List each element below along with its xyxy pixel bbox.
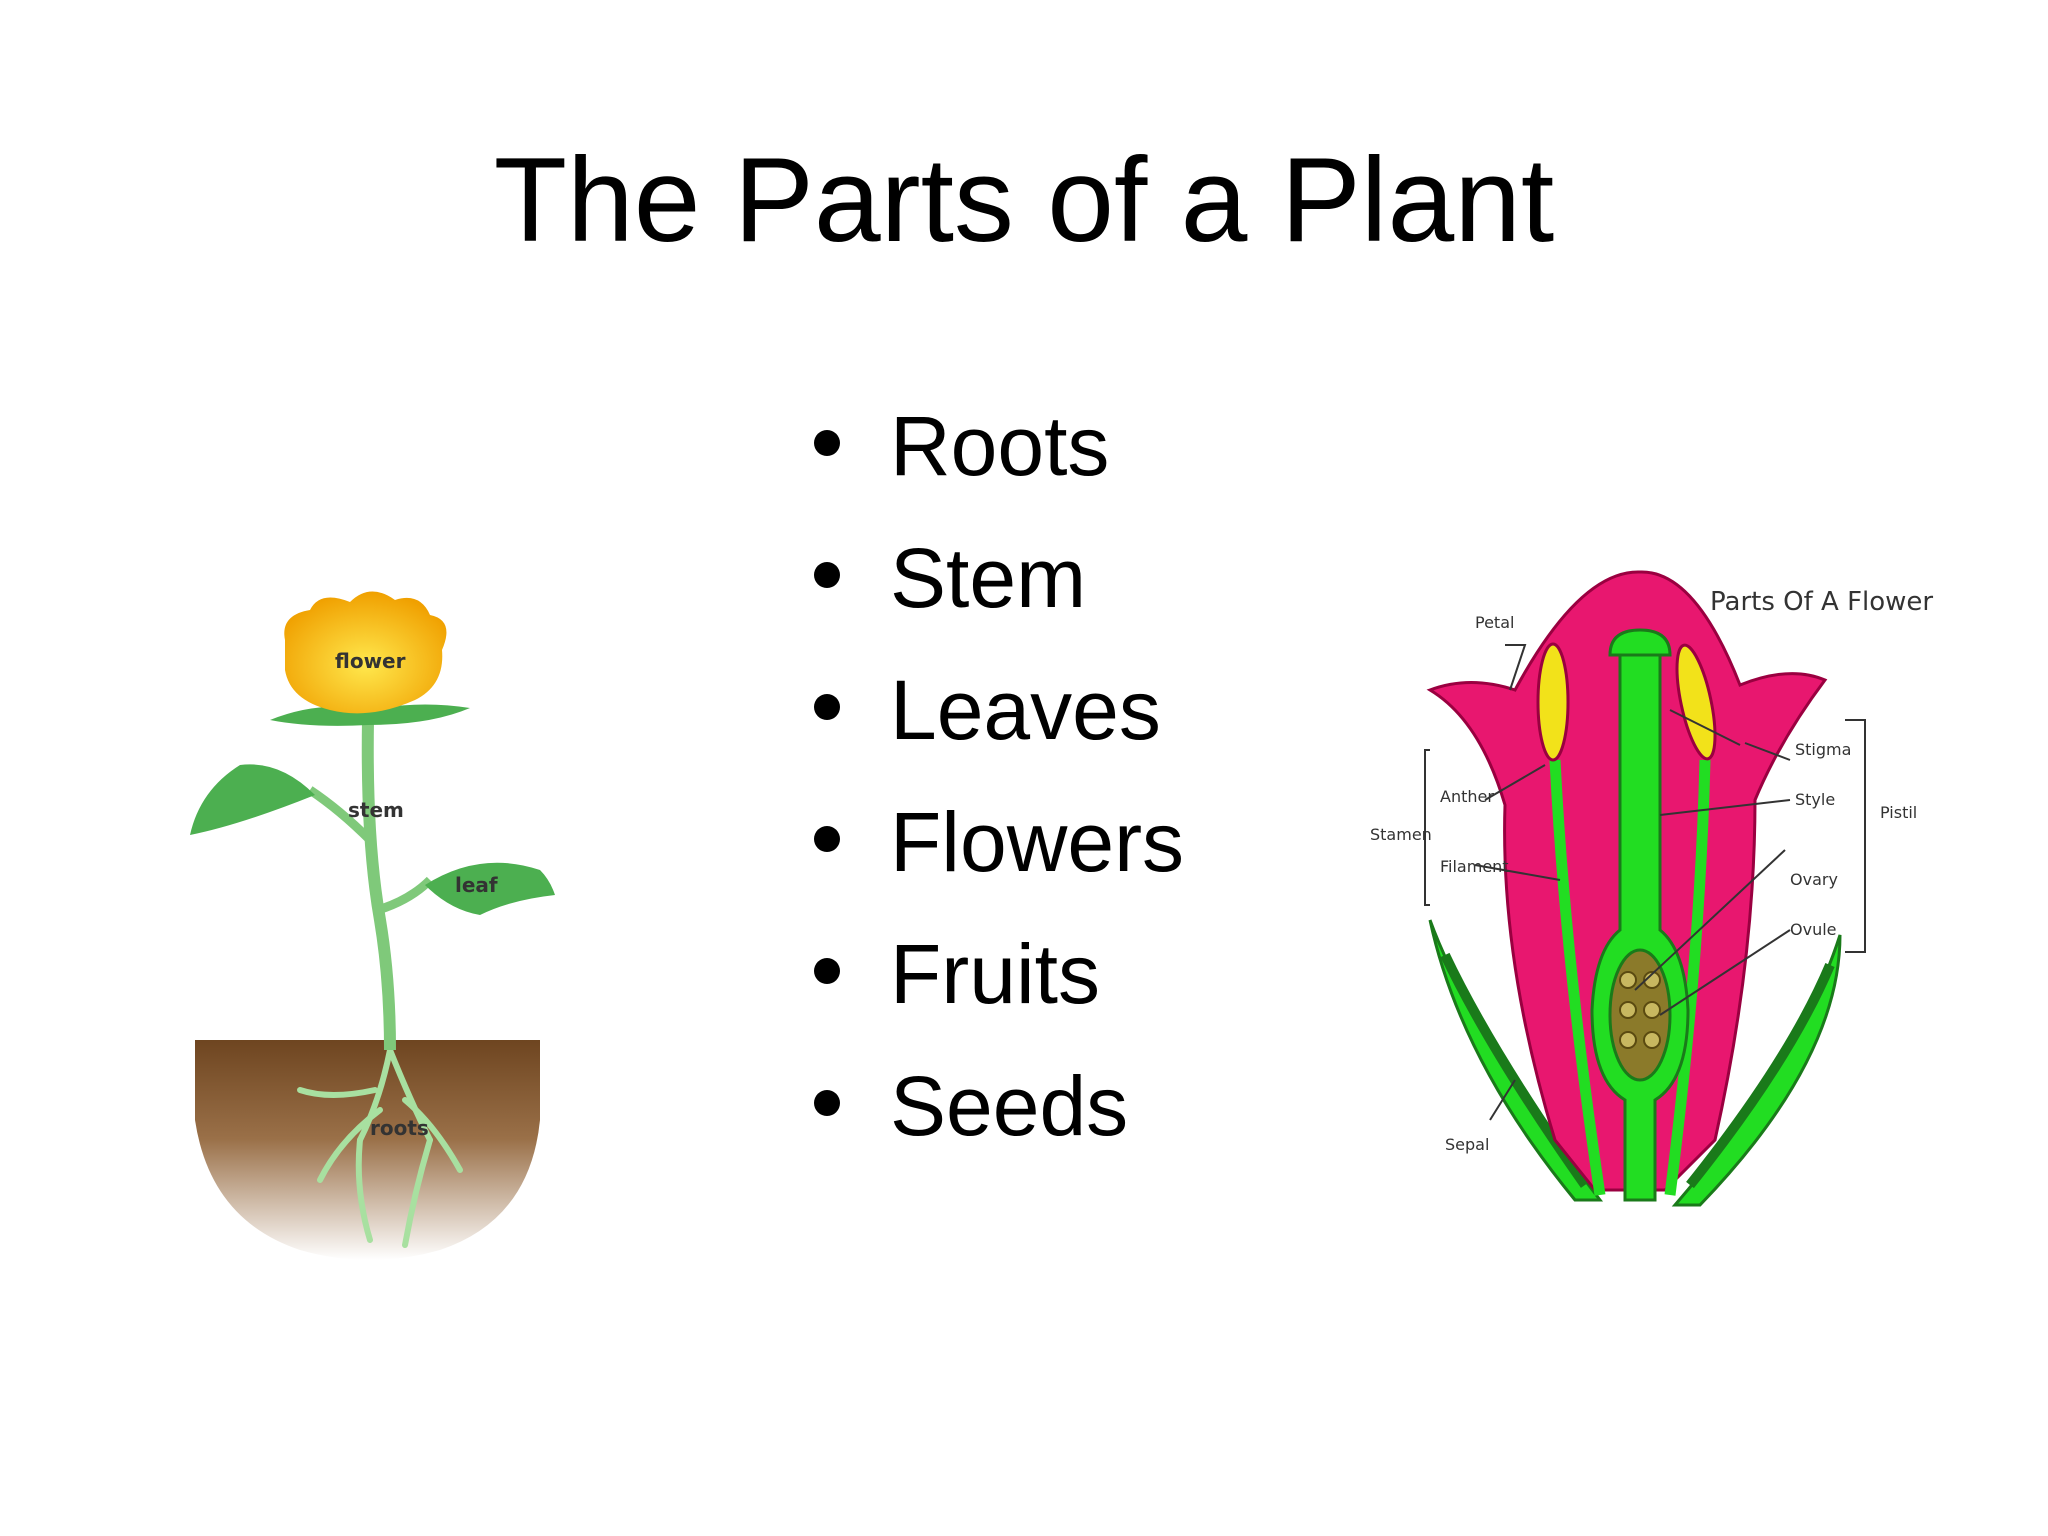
roots-shape — [297, 1047, 463, 1248]
bullet-dot — [814, 958, 840, 984]
flower-diagram-title: Parts Of A Flower — [1710, 587, 1933, 617]
flower-label-stamen: Stamen — [1370, 825, 1432, 844]
bullet-item: Stem — [800, 512, 1184, 644]
bullet-dot — [814, 430, 840, 456]
plant-label-roots: roots — [370, 1116, 429, 1140]
leaf-left-shape — [190, 764, 315, 835]
bullet-item: Flowers — [800, 776, 1184, 908]
flower-head-shape — [284, 591, 447, 714]
bullet-item: Leaves — [800, 644, 1184, 776]
plant-illustration: flower stem leaf roots — [190, 591, 555, 1260]
flower-label-ovary: Ovary — [1790, 870, 1838, 889]
flower-label-petal: Petal — [1475, 613, 1514, 632]
flower-diagram: Parts Of A Flower Petal Stigma Style Pis… — [1370, 570, 1933, 1207]
plant-label-flower: flower — [335, 649, 406, 673]
flower-label-sepal: Sepal — [1445, 1135, 1489, 1154]
soil-shape — [195, 1040, 540, 1260]
stigma-shape — [1608, 628, 1672, 657]
stem-shape — [361, 719, 396, 1051]
bullet-dot — [814, 826, 840, 852]
bullet-dot — [814, 1090, 840, 1116]
slide-title: The Parts of a Plant — [493, 133, 1555, 267]
flower-label-pistil: Pistil — [1880, 803, 1917, 822]
bullet-list: Roots Stem Leaves Flowers Fruits Seeds — [800, 380, 1184, 1172]
bullet-item: Fruits — [800, 908, 1184, 1040]
plant-label-stem: stem — [348, 798, 404, 822]
bullet-text: Flowers — [890, 795, 1185, 889]
bullet-text: Seeds — [890, 1059, 1129, 1153]
ovules-shape — [1619, 971, 1661, 1049]
flower-label-stigma: Stigma — [1795, 740, 1851, 759]
bullet-dot — [814, 694, 840, 720]
pistil-shape — [1590, 653, 1690, 1202]
flower-label-style: Style — [1795, 790, 1835, 809]
leaf-right-shape — [425, 862, 555, 915]
bullet-item: Roots — [800, 380, 1184, 512]
bullet-dot — [814, 562, 840, 588]
bullet-text: Stem — [890, 531, 1087, 625]
flower-label-filament: Filament — [1440, 857, 1509, 876]
plant-label-leaf: leaf — [455, 873, 498, 897]
bullet-item: Seeds — [800, 1040, 1184, 1172]
flower-label-anther: Anther — [1440, 787, 1494, 806]
bullet-text: Fruits — [890, 927, 1100, 1021]
flower-label-ovule: Ovule — [1790, 920, 1837, 939]
bullet-text: Roots — [890, 399, 1110, 493]
bullet-text: Leaves — [890, 663, 1161, 757]
anther-right-shape — [1675, 643, 1717, 761]
anther-left-shape — [1536, 642, 1570, 762]
